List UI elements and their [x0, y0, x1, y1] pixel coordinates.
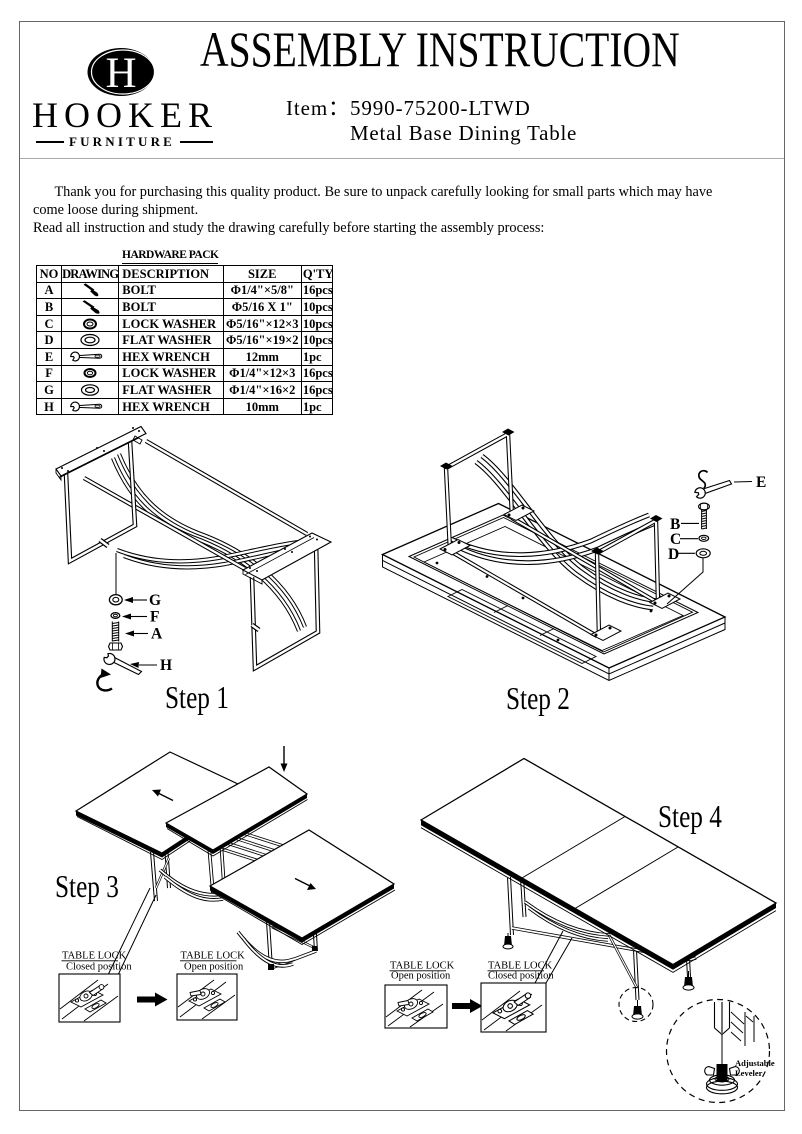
svg-text:H: H [105, 50, 136, 97]
svg-text:D: D [668, 546, 679, 563]
svg-text:A: A [151, 626, 163, 643]
svg-text:Closed position: Closed position [66, 962, 132, 973]
svg-text:TABLE LOCK: TABLE LOCK [488, 961, 553, 972]
svg-text:TABLE LOCK: TABLE LOCK [181, 951, 246, 962]
svg-text:B: B [670, 516, 680, 533]
svg-text:F: F [150, 609, 159, 626]
svg-text:TABLE LOCK: TABLE LOCK [62, 951, 127, 962]
svg-text:Closed position: Closed position [488, 971, 554, 982]
svg-text:TABLE LOCK: TABLE LOCK [390, 961, 455, 972]
svg-text:Open position: Open position [184, 962, 244, 973]
svg-text:G: G [149, 592, 161, 609]
svg-text:E: E [756, 474, 766, 491]
svg-text:Adjustable: Adjustable [735, 1058, 775, 1068]
svg-text:Open position: Open position [391, 971, 451, 982]
svg-text:Leveler: Leveler [735, 1068, 763, 1078]
svg-text:C: C [670, 531, 681, 548]
svg-text:H: H [160, 657, 172, 674]
